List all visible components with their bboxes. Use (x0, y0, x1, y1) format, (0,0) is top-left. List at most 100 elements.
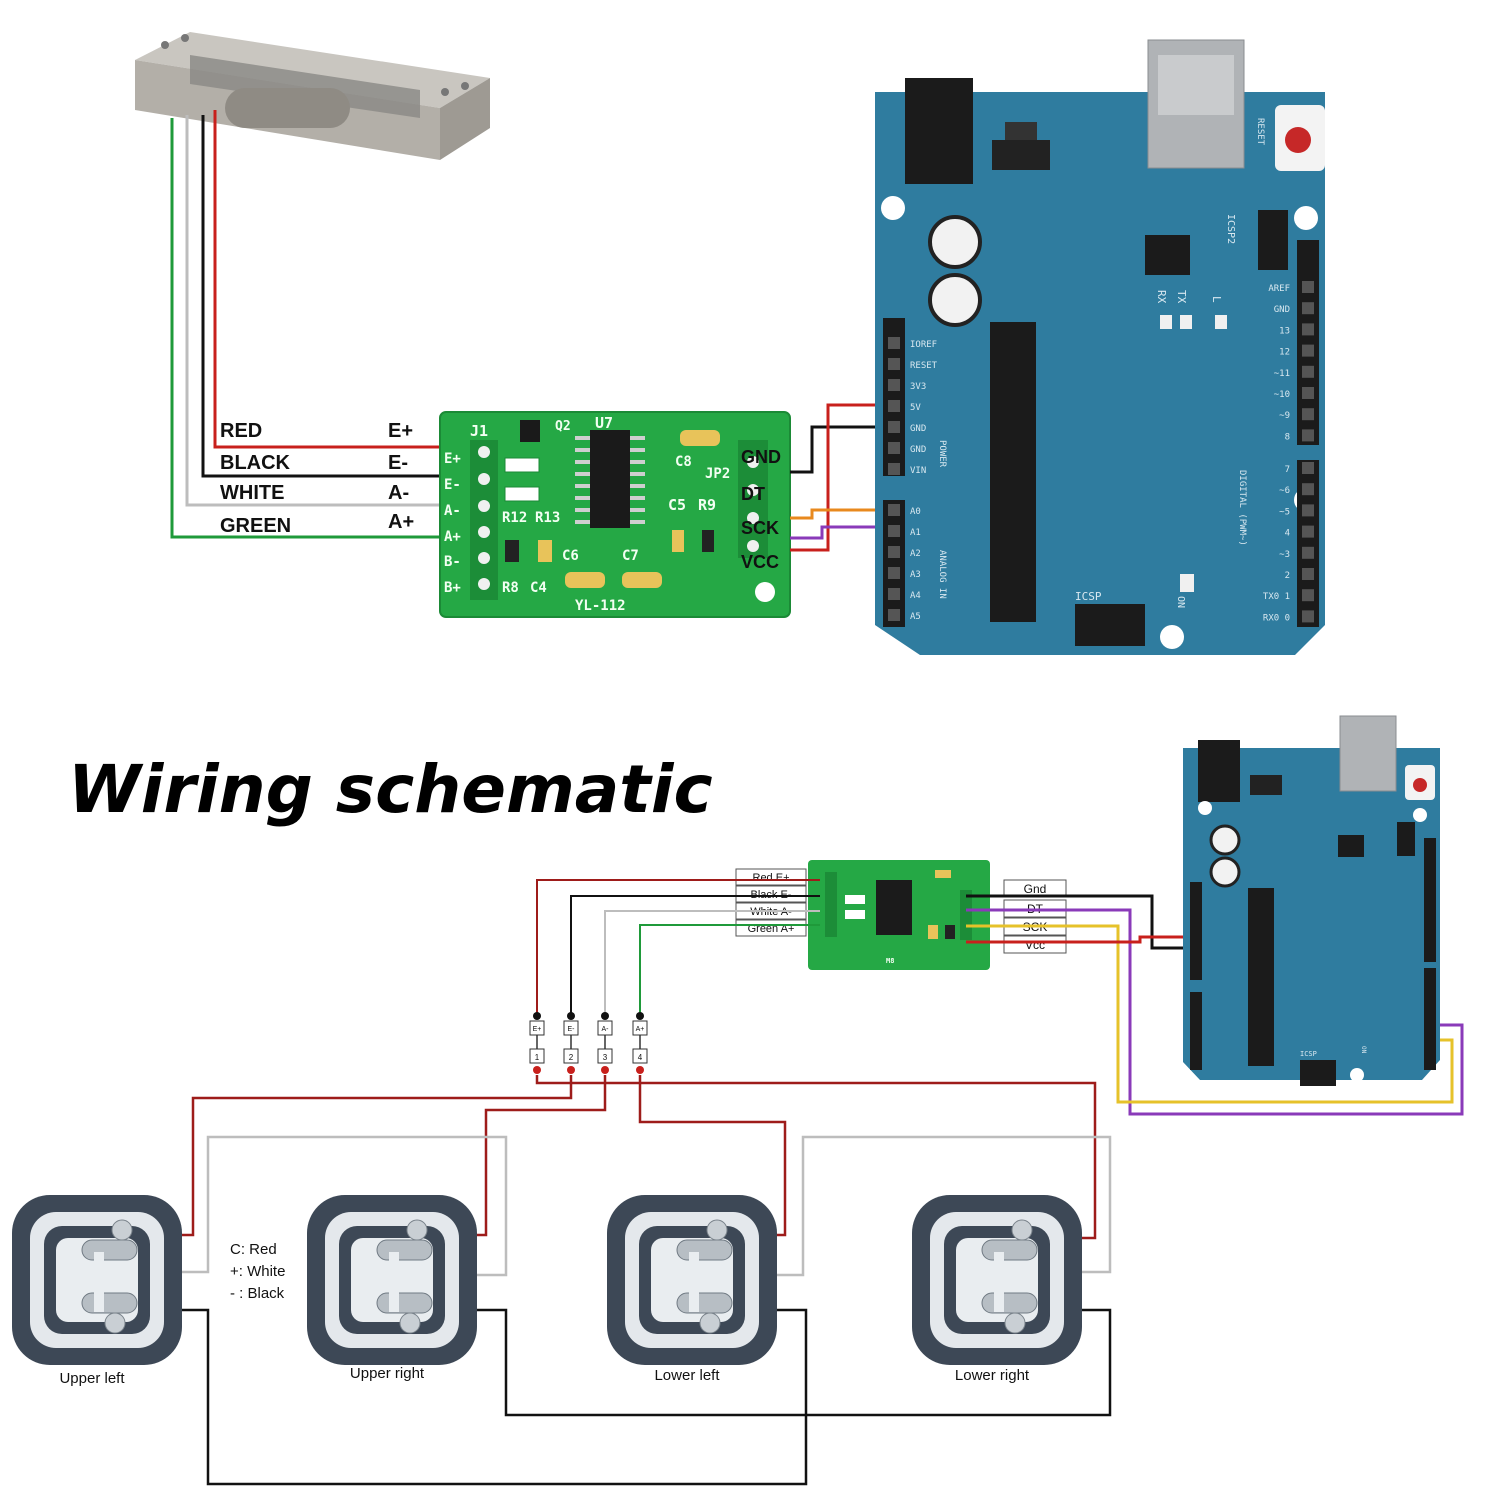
hx711-pin-dt: DT (741, 484, 765, 504)
arduino-reset-label: RESET (1255, 118, 1265, 146)
connector-number-box (563, 1048, 579, 1064)
analog-pin-socket (888, 588, 900, 600)
hx711-c6: C6 (562, 548, 579, 564)
power-pin-label: 3V3 (910, 382, 926, 392)
connector-tag: A- (602, 1026, 610, 1033)
connector-number-box (597, 1048, 613, 1064)
connector-top-dot (601, 1012, 609, 1020)
hx711-jp2: JP2 (705, 466, 730, 482)
digital-pin-label: 2 (1285, 571, 1290, 581)
digital-pin-label: ~3 (1279, 550, 1290, 560)
hx711-c4: C4 (530, 580, 547, 596)
connector-tag: E+ (533, 1026, 542, 1033)
wire-label-green: GREEN (220, 515, 291, 537)
connector-number: 4 (638, 1053, 643, 1062)
top-section: RED E+ BLACK E- WHITE A- GREEN A+ E+ E- … (135, 32, 1325, 655)
digital-pin-socket (1302, 610, 1314, 623)
analog-pin-label: A4 (910, 591, 921, 601)
hx711-module: E+ E- A- A+ B- B+ J1 Q2 U7 C8 JP2 C5 R9 … (439, 411, 791, 618)
load-cell-wires (170, 110, 480, 539)
digital-pin-label: RX0 0 (1263, 613, 1290, 623)
digital-pin-label: 7 (1285, 465, 1290, 475)
hx711-r12: R12 (502, 510, 527, 526)
digital-pin-socket (1302, 504, 1314, 517)
hx711-pin-a-minus: A- (444, 503, 461, 519)
bottom-module-right-labels: Gnd DT SCK Vcc (1003, 879, 1067, 954)
wire-pin-e-plus: E+ (388, 420, 413, 442)
hx711-pin-b-plus: B+ (444, 580, 461, 596)
bottom-module-to-connector-wires (536, 879, 820, 1018)
arduino-bottom-on: ON (1360, 1046, 1367, 1054)
hx711-r9: R9 (698, 496, 716, 514)
digital-pin-label: ~9 (1279, 411, 1290, 421)
wire-pin-a-plus: A+ (388, 511, 414, 533)
hx711-r8: R8 (502, 580, 519, 596)
bottom-label-gnd: Gnd (1024, 882, 1047, 896)
digital-pin-label: 12 (1279, 348, 1290, 358)
legend-black: - : Black (230, 1285, 285, 1302)
connector-top-dot (533, 1012, 541, 1020)
wire-label-red: RED (220, 420, 262, 442)
digital-pin-socket (1302, 462, 1314, 474)
hx711-c8: C8 (675, 454, 692, 470)
analog-pin-socket (888, 525, 900, 537)
digital-pin-label: GND (1274, 305, 1290, 315)
hx711-left-pin-holes (478, 446, 490, 590)
connector-bottom-dot (601, 1066, 609, 1074)
bottom-module-to-arduino-wires (966, 894, 1464, 1116)
hx711-u7: U7 (595, 414, 613, 432)
arduino-bottom-icsp: ICSP (1300, 1050, 1317, 1058)
connector-tag: E- (568, 1026, 576, 1033)
connector-tag: A+ (636, 1026, 645, 1033)
hx711-smd-parts (504, 420, 720, 588)
digital-pin-label: 8 (1285, 432, 1290, 442)
arduino-l-label: L (1210, 296, 1223, 303)
sensor-wires (181, 1075, 1112, 1486)
digital-pin-label: AREF (1268, 284, 1290, 294)
wire-pin-e-minus: E- (388, 452, 408, 474)
power-pin-socket (888, 400, 900, 412)
connector-number: 3 (603, 1053, 608, 1062)
hx711-pin-a-plus: A+ (444, 529, 461, 545)
connector-number: 1 (535, 1053, 540, 1062)
page-title: Wiring schematic (68, 751, 713, 828)
sensor-label: Lower right (955, 1367, 1030, 1384)
top-arduino-wires (790, 403, 900, 552)
hx711-pin-e-minus: E- (444, 477, 461, 493)
arduino-power-header: POWER (937, 440, 947, 468)
connector-bottom-dot (533, 1066, 541, 1074)
hx711-j1: J1 (470, 422, 488, 440)
digital-pin-socket (1302, 483, 1314, 496)
digital-pin-socket (1302, 387, 1314, 399)
hx711-c7: C7 (622, 548, 639, 564)
sensor-label: Upper right (350, 1365, 425, 1382)
power-pin-socket (888, 337, 900, 349)
digital-pin-label: TX0 1 (1263, 592, 1290, 602)
digital-pin-socket (1302, 302, 1314, 315)
hx711-bottom-model: M8 (886, 957, 894, 965)
power-pin-label: GND (910, 424, 926, 434)
arduino-uno-bottom: ICSP ON (1183, 715, 1440, 1086)
sensor-lower-right: Lower right (912, 1195, 1082, 1384)
arduino-rx-label: RX (1155, 290, 1168, 304)
arduino-analog-header: ANALOG IN (937, 550, 947, 599)
analog-pin-label: A2 (910, 549, 921, 559)
digital-pin-socket (1302, 568, 1314, 580)
power-pin-label: IOREF (910, 340, 937, 350)
digital-pin-socket (1302, 323, 1314, 336)
sensor-upper-right: Upper right (307, 1195, 477, 1382)
digital-pin-label: 4 (1285, 529, 1290, 539)
connector-bottom-dot (567, 1066, 575, 1074)
hx711-r13: R13 (535, 510, 560, 526)
legend-red: C: Red (230, 1241, 277, 1258)
hx711-c5: C5 (668, 496, 686, 514)
power-pin-socket (888, 463, 900, 475)
analog-pin-label: A0 (910, 507, 921, 517)
arduino-uno-top: RESET ICSP2 RX TX L ICSP ON POWER ANALOG… (875, 39, 1325, 655)
hx711-pin-gnd: GND (741, 447, 781, 467)
hx711-chip (590, 430, 630, 528)
sensor-upper-left: Upper left (12, 1195, 182, 1387)
